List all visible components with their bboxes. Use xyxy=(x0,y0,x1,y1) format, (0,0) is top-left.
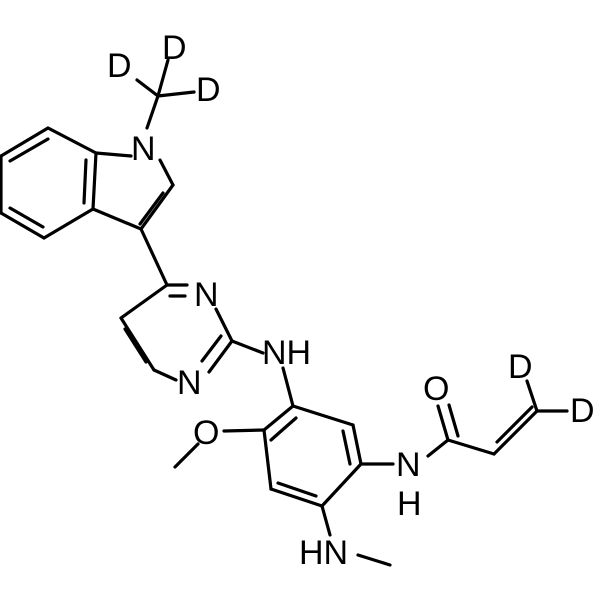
bond-c3-c4 xyxy=(320,462,363,508)
atom-n-indole: N xyxy=(131,130,156,168)
bond-o-ch3 xyxy=(173,442,200,469)
indole-ring xyxy=(0,126,175,240)
pyrimidine-ring xyxy=(119,283,234,382)
atom-d-top: D xyxy=(162,29,187,67)
bond-c7-c7a xyxy=(46,126,98,155)
bond-carbonyl-c-o xyxy=(436,404,450,442)
bond-c4-c5 xyxy=(0,211,46,240)
bond-alpha-beta-double xyxy=(495,405,534,444)
bond-c6-o xyxy=(222,428,266,433)
bond-cd3-d-top xyxy=(156,58,170,98)
bond-c2-c3-double xyxy=(341,429,352,466)
bond-c6-c5-double xyxy=(123,327,148,364)
bond-n3-c2 xyxy=(214,307,234,343)
bond-c2-c3 xyxy=(351,423,363,466)
atom-h-amide: H xyxy=(397,485,422,523)
bond-carbonyl-c-alpha-c xyxy=(446,438,496,456)
atom-o-carbonyl: O xyxy=(423,370,449,408)
bond-c4-c5-double xyxy=(276,481,318,498)
bond-c7a-n1 xyxy=(94,151,133,158)
bond-c6-c7 xyxy=(0,126,50,158)
atom-n-pyrimidine-bottom: N xyxy=(177,364,202,402)
atom-d-right: D xyxy=(196,71,221,109)
bond-c2-n1 xyxy=(207,339,234,374)
bond-nh-c1 xyxy=(281,366,295,408)
bond-c6-c1 xyxy=(262,404,295,432)
bond-c2-c3-double xyxy=(138,191,165,226)
bond-c6-c1-double xyxy=(269,416,298,442)
atom-n-amide: N xyxy=(396,446,421,484)
bond-cd3-d-right xyxy=(156,90,196,98)
bond-c4-c5 xyxy=(269,487,324,508)
bond-hn-ch3 xyxy=(356,553,392,567)
bond-c3a-c7a xyxy=(91,151,98,211)
bond-indole-pyrimidine xyxy=(139,227,169,287)
bond-c5-c6 xyxy=(262,428,273,491)
bond-cd3-d-left xyxy=(135,78,160,98)
bond-c4-c5-double xyxy=(8,206,45,229)
trideuteromethyl-group xyxy=(135,58,196,130)
atom-nh-amine: NH xyxy=(262,334,311,372)
methylamino-group xyxy=(320,504,392,567)
atom-d-vinyl-top: D xyxy=(508,348,533,386)
atom-hn-methylamino: HN xyxy=(299,534,348,572)
bond-n1-c2 xyxy=(158,158,175,187)
benzene-ring xyxy=(262,366,363,508)
atom-n-pyrimidine-top: N xyxy=(194,276,219,314)
bond-c5-c4 xyxy=(119,283,169,320)
atom-d-left: D xyxy=(107,47,132,85)
bond-c2-nh xyxy=(230,339,265,355)
bond-n-cd3 xyxy=(145,94,160,130)
bond-alpha-beta xyxy=(492,409,539,456)
bond-c2-c3 xyxy=(139,183,175,231)
methoxy-group xyxy=(173,428,266,469)
bond-c3-c3a xyxy=(91,207,143,231)
bond-c3a-c4 xyxy=(42,207,95,240)
bond-carbonyl-c-o-double xyxy=(447,403,460,438)
bond-n-carbonyl-c xyxy=(426,438,450,458)
bond-c7a-c3a-double xyxy=(82,158,88,205)
bond-c1-c2 xyxy=(291,404,355,427)
atom-d-vinyl-right: D xyxy=(570,392,595,430)
bond-beta-d-top xyxy=(525,379,539,413)
bond-c6-c5 xyxy=(119,316,156,372)
bond-n1-c6 xyxy=(152,368,178,382)
bond-c6-c7-double xyxy=(8,137,50,163)
bond-c4-hn xyxy=(320,504,332,537)
atom-o-methoxy: O xyxy=(193,414,219,452)
acrylamide-group xyxy=(359,379,569,466)
bond-c2-n1-double xyxy=(200,334,223,363)
